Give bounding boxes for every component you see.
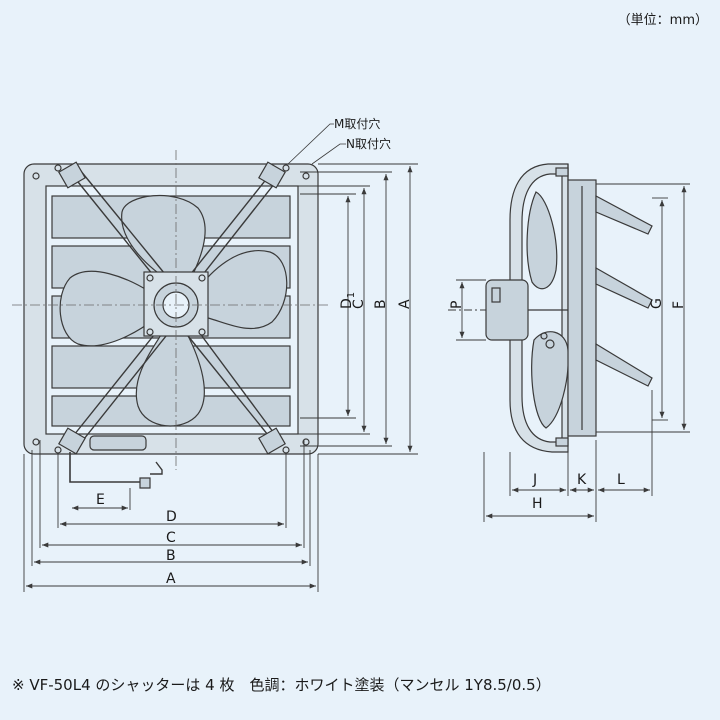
corner-brackets (58, 161, 286, 455)
dim-d1-main: D (339, 298, 355, 309)
dim-j-label: J (532, 472, 537, 488)
m-hole-callout: M取付穴 (334, 116, 380, 131)
dim-g-label: G (649, 298, 665, 309)
dim-k-label: K (577, 472, 587, 488)
mounting-holes (32, 164, 310, 454)
dim-c-label: C (351, 299, 367, 309)
dim-d1-label: D1 (339, 292, 357, 309)
fan-blades (59, 194, 288, 427)
dim-f-label: F (671, 301, 687, 309)
dim-e-label: E (96, 492, 105, 508)
side-shutters (595, 194, 653, 387)
power-cord (69, 452, 140, 483)
dim-d-bottom-label: D (166, 509, 177, 525)
dim-b-label: B (373, 299, 389, 309)
dim-c-bottom-label: C (166, 530, 176, 546)
dim-l-label: L (617, 472, 625, 488)
terminal-box (89, 435, 147, 451)
side-dimensions (448, 183, 690, 522)
front-view (12, 150, 330, 489)
unit-note: （単位：mm） (617, 13, 708, 28)
dim-d1-sub: 1 (346, 292, 357, 298)
front-dimensions (23, 123, 418, 592)
side-view (485, 163, 653, 453)
shutter-color-footnote: ※ VF-50L4 のシャッターは 4 枚 色調：ホワイト塗装（マンセル 1Y8… (12, 676, 551, 694)
dim-b-bottom-label: B (166, 548, 176, 564)
dim-a-label: A (397, 299, 413, 309)
n-hole-callout: N取付穴 (346, 136, 391, 151)
dim-p-label: P (449, 301, 465, 309)
dim-a-bottom-label: A (166, 571, 176, 587)
dim-h-label: H (532, 496, 543, 512)
